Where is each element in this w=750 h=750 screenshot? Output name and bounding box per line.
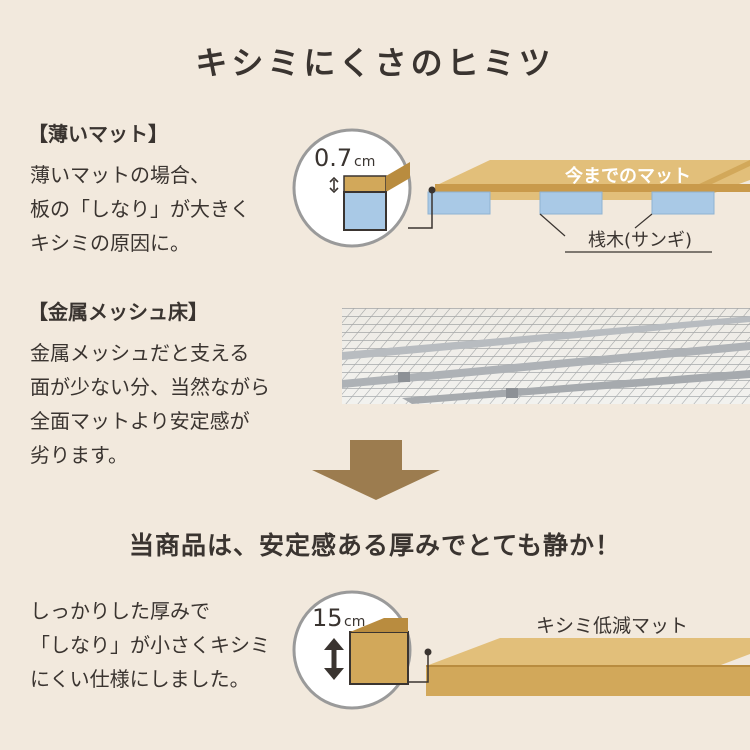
thin-mat-zoom-wood-side bbox=[386, 162, 410, 192]
thin-mat-zoom-wood bbox=[343, 175, 387, 193]
thin-mat-thickness-unit: cm bbox=[354, 154, 375, 170]
down-arrow-icon bbox=[312, 440, 440, 500]
conclusion-headline: 当商品は、安定感ある厚みでとても静か！ bbox=[128, 531, 621, 560]
thick-mat-illustration: キシミ低減マット 15 cm bbox=[292, 590, 750, 710]
metal-mesh-line-2: 面が少ない分、当然ながら bbox=[30, 375, 270, 399]
joist-2 bbox=[539, 191, 603, 215]
thick-mat-line-3: にくい仕様にしました。 bbox=[30, 667, 250, 691]
thick-mat-description: しっかりした厚みで 「しなり」が小さくキシミ にくい仕様にしました。 bbox=[30, 594, 270, 696]
joist-3 bbox=[651, 191, 715, 215]
thick-mat-line-1: しっかりした厚みで bbox=[30, 599, 210, 623]
thick-mat-thickness-value: 15 bbox=[312, 604, 343, 632]
thin-mat-line-3: キシミの原因に。 bbox=[30, 231, 190, 255]
metal-mesh-line-4: 劣ります。 bbox=[30, 443, 128, 467]
thick-mat-slab-side bbox=[426, 666, 750, 696]
joist-callout-line bbox=[539, 213, 566, 237]
thin-mat-line-1: 薄いマットの場合、 bbox=[30, 163, 210, 187]
joist-1 bbox=[427, 191, 491, 215]
thin-mat-slab-edge bbox=[435, 184, 750, 192]
metal-mesh-description: 金属メッシュだと支える 面が少ない分、当然ながら 全面マットより安定感が 劣りま… bbox=[30, 336, 270, 472]
metal-mesh-line-1: 金属メッシュだと支える bbox=[30, 341, 250, 365]
thick-mat-thickness-unit: cm bbox=[344, 614, 365, 630]
thick-mat-connector-dot bbox=[424, 648, 432, 656]
thin-mat-connector bbox=[408, 190, 433, 229]
thickness-arrow-icon bbox=[329, 176, 339, 194]
thin-mat-illustration: 今までのマット 0.7 cm 桟木(サンギ) bbox=[292, 128, 750, 253]
thin-mat-description: 薄いマットの場合、 板の「しなり」が大きく キシミの原因に。 bbox=[30, 158, 250, 260]
thick-mat-label: キシミ低減マット bbox=[536, 615, 688, 637]
thin-mat-label: 今までのマット bbox=[565, 165, 691, 187]
thin-mat-thickness-value: 0.7 bbox=[314, 144, 352, 172]
metal-mesh-line-3: 全面マットより安定感が bbox=[30, 409, 250, 433]
page-title: キシミにくさのヒミツ bbox=[195, 44, 555, 82]
thin-mat-line-2: 板の「しなり」が大きく bbox=[30, 197, 250, 221]
thin-mat-zoom-joist bbox=[343, 191, 387, 231]
metal-mesh-photo bbox=[342, 308, 750, 404]
thick-mat-connector bbox=[408, 652, 429, 683]
thin-mat-heading: 【薄いマット】 bbox=[28, 122, 168, 146]
mesh-beam-1 bbox=[342, 316, 750, 360]
joist-label: 桟木(サンギ) bbox=[588, 230, 692, 251]
joist-callout-line-2 bbox=[634, 213, 653, 229]
thick-mat-line-2: 「しなり」が小さくキシミ bbox=[30, 633, 270, 657]
thick-mat-zoom-wood bbox=[349, 631, 409, 685]
mesh-beam-2 bbox=[342, 342, 750, 388]
metal-mesh-heading: 【金属メッシュ床】 bbox=[28, 300, 208, 324]
mesh-beam-3 bbox=[402, 370, 750, 404]
thin-mat-connector-dot bbox=[428, 186, 436, 194]
